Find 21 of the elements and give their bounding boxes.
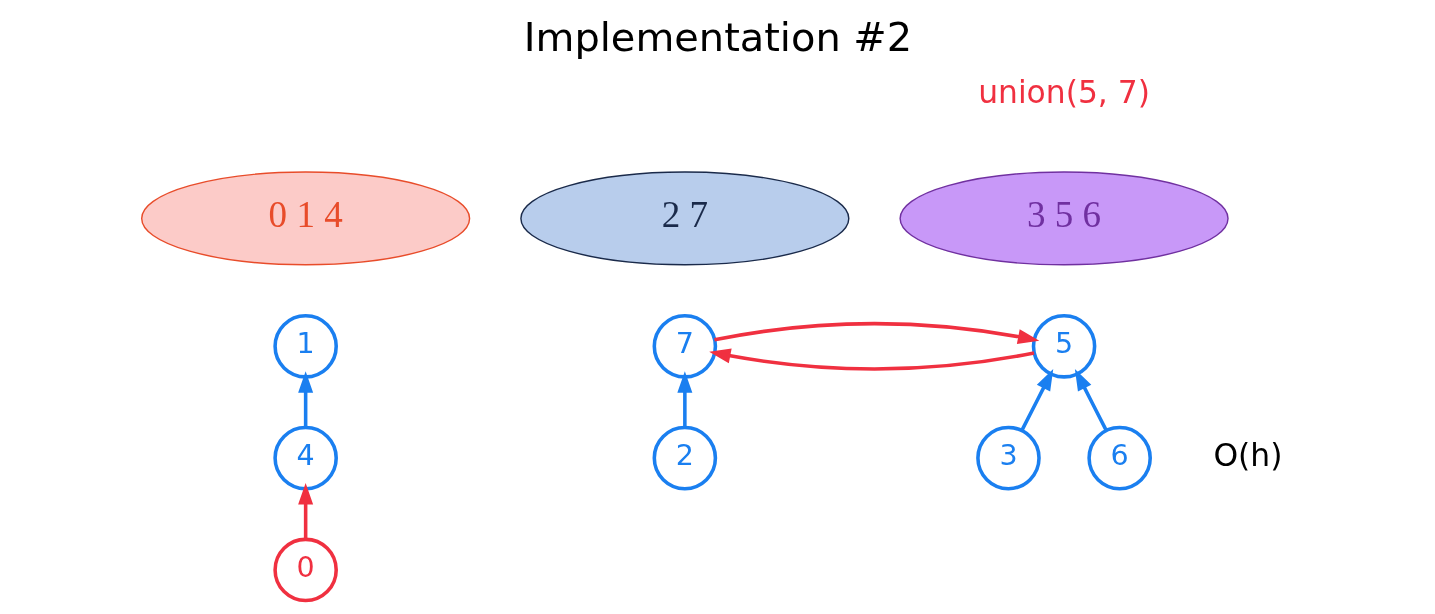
node-circle: 5	[1031, 313, 1096, 379]
node-circle: 7	[652, 313, 717, 379]
arrow	[297, 371, 313, 428]
node-circle: 6	[1086, 425, 1152, 491]
node-circle: 4	[272, 425, 338, 491]
node-circle: 2	[652, 425, 717, 491]
diagram-title: Implementation #2	[523, 14, 912, 61]
label: union(5, 7)	[977, 74, 1150, 111]
node-ellipse: 3 5 6	[898, 171, 1229, 266]
arrow	[1019, 368, 1053, 432]
label: O(h)	[1212, 437, 1282, 474]
arrow	[708, 348, 1034, 371]
arrow	[713, 321, 1039, 345]
node-circle: 1	[272, 313, 338, 379]
node-circle: 0	[272, 537, 338, 603]
arrow	[1074, 368, 1108, 432]
arrow	[297, 483, 313, 540]
node-ellipse: 0 1 4	[140, 171, 470, 266]
node-ellipse: 2 7	[519, 171, 849, 266]
node-circle: 3	[975, 425, 1041, 491]
arrow	[676, 371, 692, 428]
